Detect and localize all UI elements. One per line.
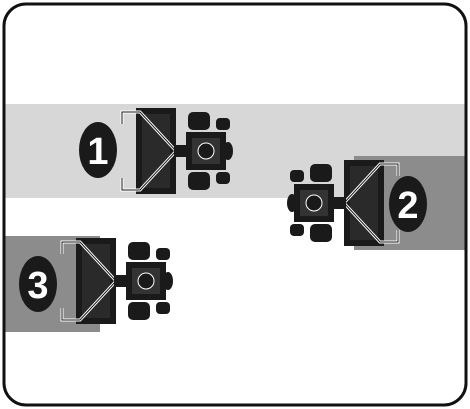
step-badge-1: 1 bbox=[79, 122, 117, 178]
step-label-3: 3 bbox=[27, 265, 48, 307]
step-label-1: 1 bbox=[87, 131, 108, 173]
step-badge-2: 2 bbox=[389, 176, 427, 232]
step-badge-3: 3 bbox=[19, 256, 57, 312]
step-label-2: 2 bbox=[397, 185, 418, 227]
